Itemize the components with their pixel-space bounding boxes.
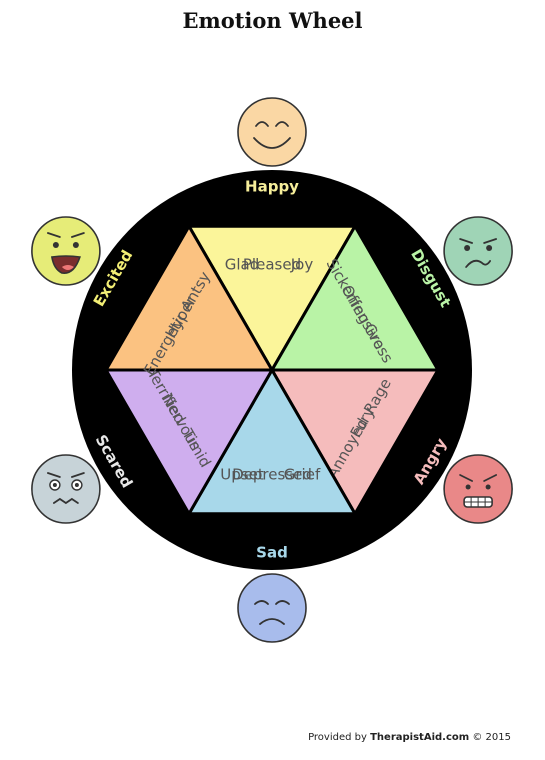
- sector-word-joy: Joy: [290, 256, 314, 274]
- sector-word-upset: Upset: [220, 466, 264, 484]
- face-sad-icon: [237, 573, 307, 643]
- footer-prefix: Provided by: [308, 732, 367, 743]
- sector-excited: [104, 224, 274, 372]
- face-angry-icon: [443, 454, 513, 524]
- face-happy-icon: [237, 97, 307, 167]
- footer-brand: TherapistAid.com: [370, 732, 470, 743]
- footer-credit: Provided by TherapistAid.com © 2015: [308, 732, 511, 743]
- face-excited-icon: [31, 216, 101, 286]
- face-disgust-icon: [443, 216, 513, 286]
- face-scared-icon: [31, 454, 101, 524]
- ring-label-happy: Happy: [245, 178, 299, 196]
- footer-suffix: © 2015: [472, 732, 511, 743]
- sector-word-depressed: Depressed: [232, 466, 312, 484]
- sector-word-grief: Grief: [284, 466, 321, 484]
- sector-word-pleased: Pleased: [243, 256, 301, 274]
- ring-label-sad: Sad: [256, 544, 288, 562]
- wheel-hub: [269, 367, 275, 373]
- sector-word-glad: Glad: [225, 256, 260, 274]
- page-title: Emotion Wheel: [182, 8, 363, 33]
